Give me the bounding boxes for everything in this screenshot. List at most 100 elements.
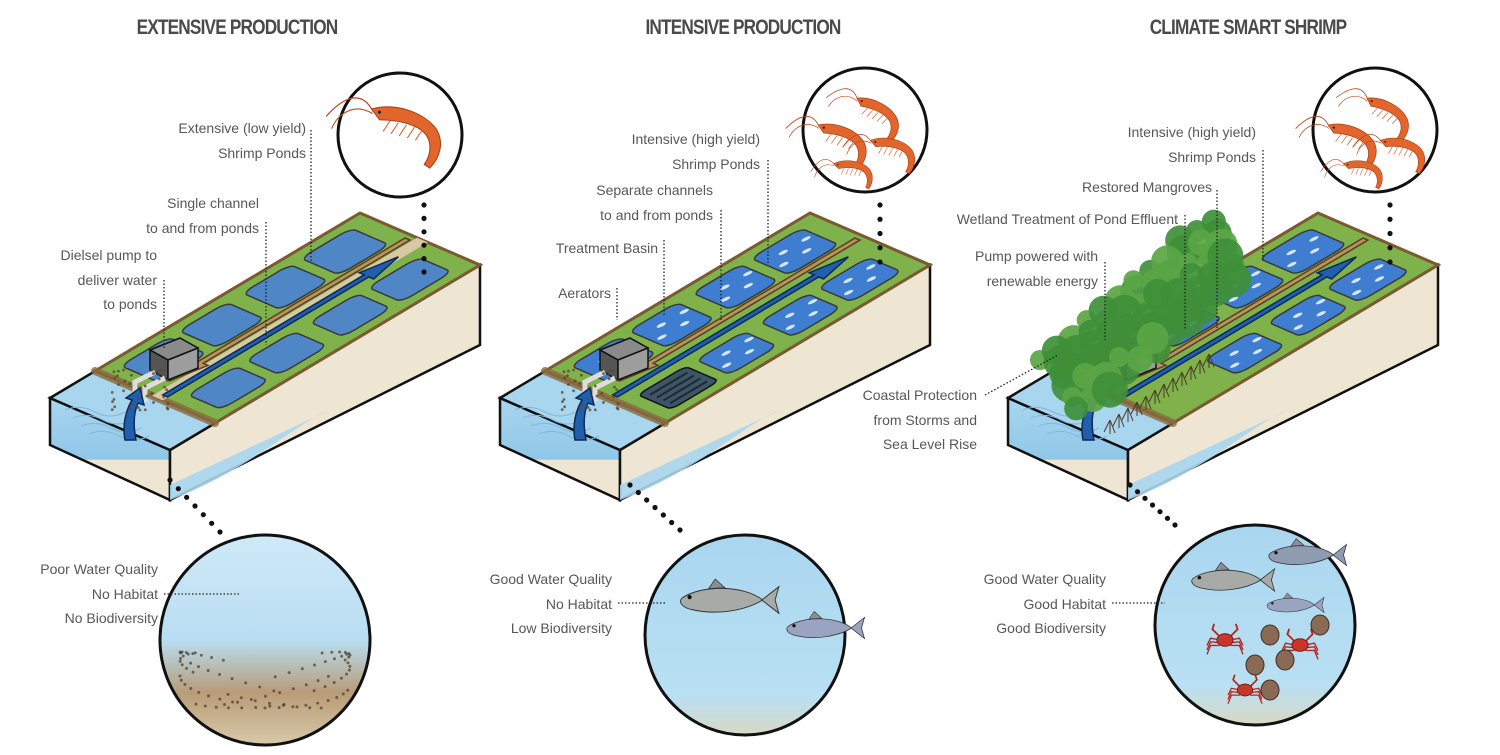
sediment-particle	[263, 706, 267, 710]
sediment-particle	[231, 700, 235, 704]
shrimp-leg	[883, 147, 888, 155]
sediment-particle	[335, 695, 339, 699]
sediment-particle	[347, 651, 351, 655]
crab-claw	[1286, 628, 1296, 643]
mangrove-canopy	[1179, 263, 1204, 288]
sediment-particle	[278, 691, 282, 695]
fish-fin	[808, 611, 823, 620]
crab-leg	[1250, 694, 1263, 704]
sediment-particle	[191, 670, 195, 674]
sediment-particle	[267, 701, 271, 705]
aerator-bubble	[1252, 348, 1263, 355]
shrimp-leg	[1388, 146, 1393, 154]
mangrove-roots	[1121, 407, 1134, 422]
sediment-particle	[178, 659, 182, 663]
mangrove-roots	[1103, 419, 1116, 434]
shrimp-antenna	[828, 95, 858, 107]
shrimp-body	[1342, 160, 1383, 190]
sediment-particle	[308, 706, 312, 710]
connector-dot	[1142, 495, 1148, 501]
sediment-particle	[129, 403, 133, 406]
crab-icon	[1227, 674, 1263, 704]
aerator-bubble	[808, 311, 818, 317]
shrimp-pond	[1204, 332, 1285, 375]
side-water-wedge	[1128, 410, 1288, 500]
dotted-connector	[627, 482, 683, 533]
mangrove-roots	[1184, 365, 1197, 380]
fish-tail	[1259, 567, 1276, 593]
label-line: to and from ponds	[600, 206, 713, 223]
water-ripple	[64, 406, 126, 417]
sediment-particle	[272, 689, 276, 693]
aerator-bubble	[785, 312, 795, 318]
shrimp-antenna	[788, 124, 820, 138]
sediment-particle	[273, 675, 277, 679]
sediment-particle	[332, 680, 336, 684]
sediment-particle	[180, 650, 184, 654]
sediment-particle	[122, 368, 125, 372]
sediment-particle	[128, 407, 132, 411]
shrimp-antenna	[331, 108, 373, 129]
shrimp-circle	[801, 66, 929, 194]
aerator-bubble	[843, 277, 853, 284]
fish-eye	[1274, 551, 1278, 555]
sediment-particle	[316, 701, 320, 705]
sediment-particle	[326, 699, 330, 703]
aerator-bubble	[720, 296, 731, 302]
shrimp-antenna	[785, 116, 820, 129]
label-outcome-intensive: Good Water Quality No Habitat Low Biodiv…	[490, 567, 612, 641]
aerator-bubble	[720, 284, 730, 290]
sediment-particle	[326, 674, 330, 678]
crab-body	[1291, 638, 1309, 652]
sediment-particle	[143, 384, 147, 388]
shrimp-body	[1379, 137, 1426, 175]
connector-dot	[1387, 230, 1393, 237]
sediment-particle	[291, 705, 295, 709]
shrimp-icon	[826, 88, 899, 145]
aerator-bubble	[722, 362, 732, 368]
sediment-particle	[166, 402, 170, 406]
label-line: Pump powered with	[975, 248, 1098, 264]
fish-fin	[1282, 592, 1294, 599]
connector-dot	[421, 229, 427, 235]
shrimp-leg	[849, 168, 854, 176]
label-line: renewable energy	[986, 272, 1098, 289]
sediment-particle	[572, 368, 575, 372]
shrimp-leg	[1340, 135, 1348, 144]
label-climate-ponds: Intensive (high yield) Shrimp Ponds	[1128, 120, 1256, 169]
basin-line	[650, 373, 687, 395]
connector-dot	[877, 230, 883, 237]
sediment-particle	[263, 694, 267, 698]
sediment-particle	[218, 673, 222, 677]
connector-dot	[1127, 482, 1133, 488]
crab-claw	[1304, 628, 1314, 643]
sediment-particle	[615, 378, 619, 382]
aerator-bubble	[743, 270, 753, 277]
fish-icon	[786, 611, 866, 640]
label-aerators: Aerators	[558, 281, 611, 306]
sediment-particle	[268, 704, 272, 708]
mangrove-forest	[1030, 209, 1252, 434]
aerator-bubble	[743, 282, 753, 289]
aerator-bubble	[679, 308, 689, 315]
shrimp-leg	[1335, 133, 1342, 142]
shrimp-leg	[1398, 148, 1403, 156]
sediment-particle	[186, 652, 190, 656]
crab-leg	[1305, 649, 1319, 660]
sediment-particle	[573, 379, 577, 383]
sediment-particle	[304, 683, 308, 687]
shrimp-leg	[1355, 168, 1359, 175]
sediment-particle	[185, 666, 189, 670]
panel-intensive	[497, 66, 934, 737]
mangrove-canopy	[1072, 362, 1099, 389]
sediment-particle	[196, 665, 200, 669]
sediment-particle	[600, 392, 604, 395]
connector-dot	[209, 520, 215, 526]
aerator-bubble	[1316, 311, 1326, 317]
shrimp-antenna	[846, 140, 872, 155]
shrimp-icon	[1352, 133, 1426, 175]
fish-eye	[792, 624, 796, 628]
fish-icon	[1268, 538, 1348, 567]
mangrove-canopy	[1080, 329, 1109, 358]
crab-claw	[1249, 674, 1258, 688]
